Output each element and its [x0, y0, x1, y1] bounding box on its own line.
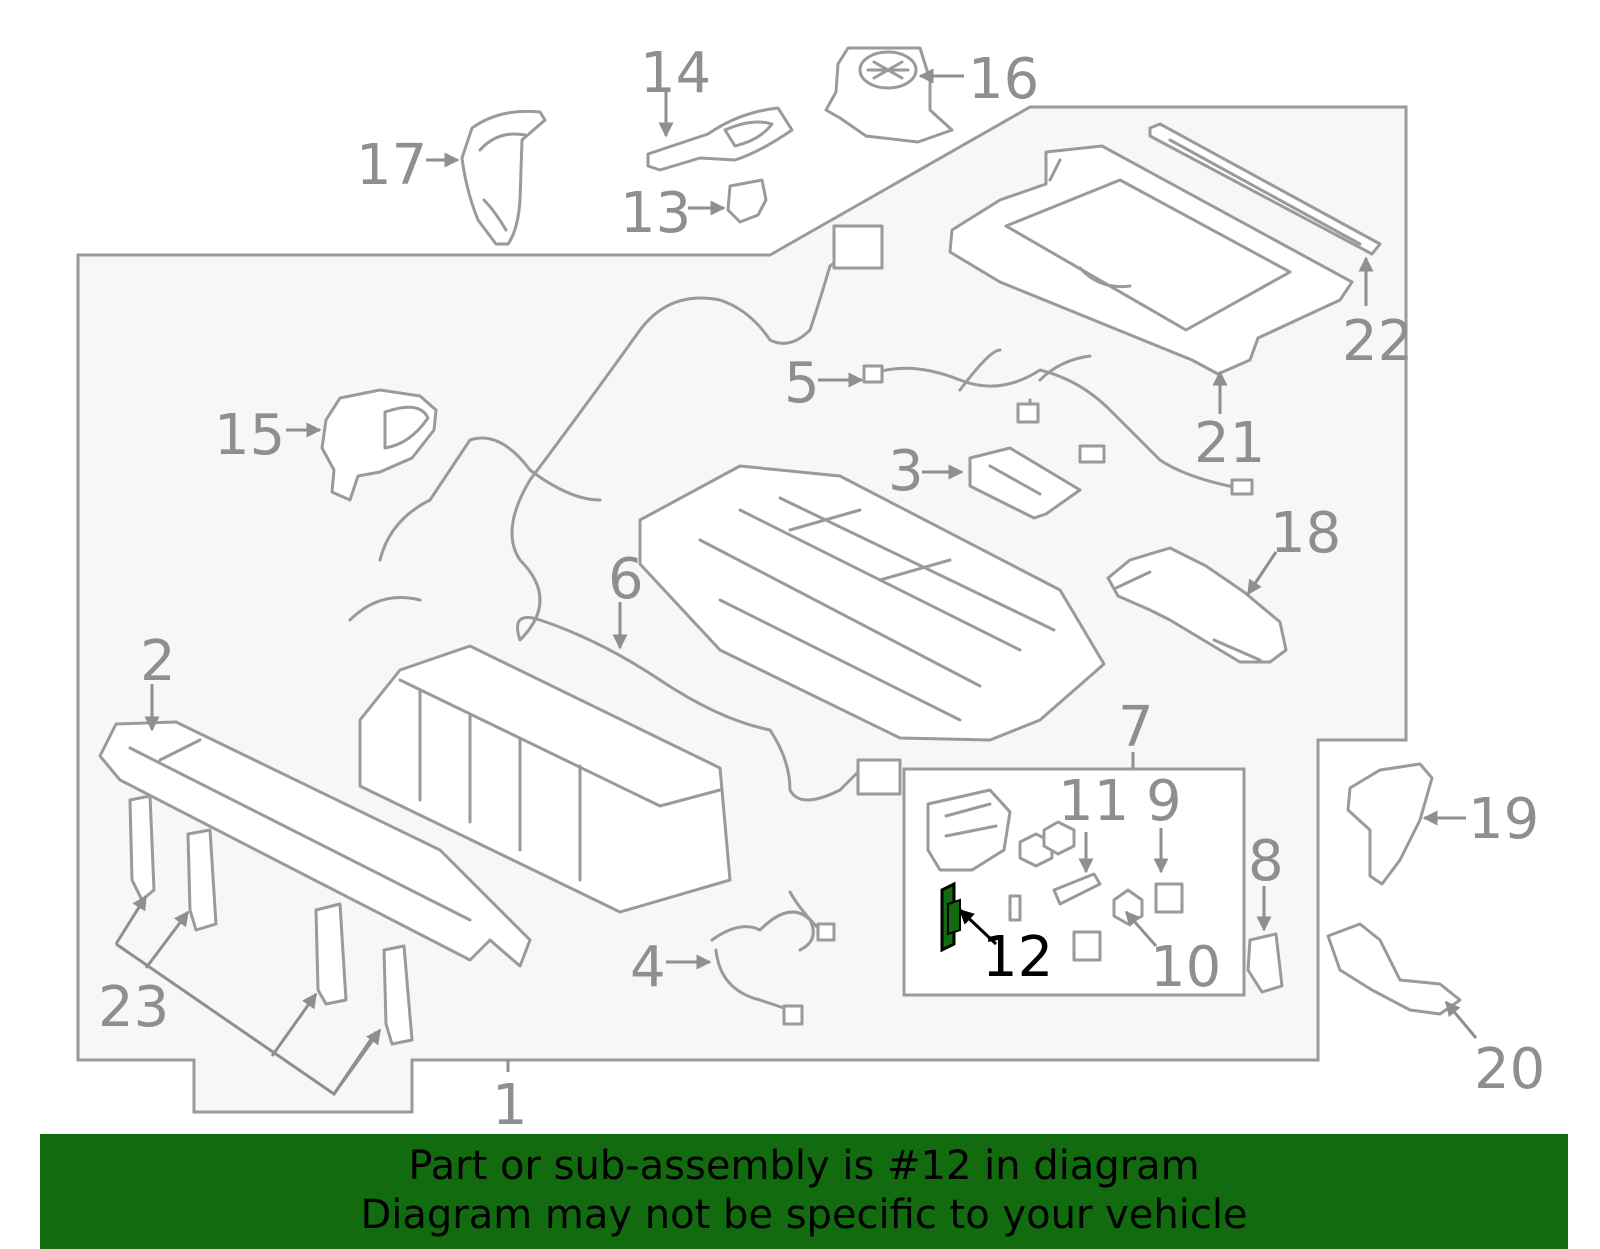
callout-21: 21	[1194, 411, 1265, 476]
callout-16: 16	[968, 47, 1039, 112]
part-12-highlighted[interactable]	[940, 881, 961, 953]
callout-17: 17	[356, 133, 427, 198]
footer-line-2: Diagram may not be specific to your vehi…	[360, 1192, 1248, 1238]
part-16-blower[interactable]	[824, 46, 954, 144]
callout-19: 19	[1468, 787, 1539, 852]
callout-8: 8	[1248, 829, 1284, 894]
callout-15: 15	[214, 403, 285, 468]
callout-13: 13	[620, 181, 691, 246]
callout-20: 20	[1474, 1037, 1545, 1102]
callout-10: 10	[1150, 935, 1221, 1000]
part-21-cover[interactable]	[948, 144, 1354, 376]
part-18-duct[interactable]	[1106, 546, 1288, 664]
part-19-duct[interactable]	[1346, 762, 1434, 886]
footer-line-1: Part or sub-assembly is #12 in diagram	[408, 1143, 1200, 1189]
part-14-bracket[interactable]	[646, 106, 794, 172]
part-20-duct[interactable]	[1326, 922, 1462, 1016]
callout-labels: 17 14 13 16 15 5 21 22 3 18 6 2 7 11 9 8…	[98, 41, 1545, 1138]
part-23-brackets[interactable]	[128, 794, 414, 1046]
callout-11: 11	[1058, 769, 1129, 834]
callout-2: 2	[140, 629, 176, 694]
part-15-blower[interactable]	[320, 388, 438, 502]
sub-assembly-parts	[926, 788, 1184, 962]
callout-9: 9	[1146, 769, 1182, 834]
part-2-crossmember[interactable]	[98, 720, 532, 968]
part-13-block[interactable]	[726, 178, 768, 224]
callout-22: 22	[1342, 309, 1413, 374]
callout-3: 3	[888, 439, 924, 504]
callout-23: 23	[98, 975, 169, 1040]
battery-pack-left[interactable]	[348, 436, 732, 914]
callout-18: 18	[1270, 501, 1341, 566]
callout-7: 7	[1118, 695, 1154, 760]
callout-14: 14	[640, 41, 711, 106]
footer-banner: Part or sub-assembly is #12 in diagram D…	[40, 1134, 1568, 1249]
part-8-bracket[interactable]	[1246, 932, 1284, 994]
callout-5: 5	[784, 351, 820, 416]
part-6-cable[interactable]	[510, 224, 902, 802]
callout-12: 12	[982, 925, 1053, 990]
part-5-harness[interactable]	[862, 348, 1254, 496]
part-22-strip[interactable]	[1148, 122, 1382, 256]
part-4-harness[interactable]	[710, 890, 836, 1026]
part-17-duct[interactable]	[460, 109, 547, 246]
part-3-module[interactable]	[968, 446, 1082, 520]
callout-4: 4	[630, 935, 666, 1000]
battery-tray[interactable]	[638, 464, 1106, 742]
callout-1: 1	[492, 1073, 528, 1138]
leader-lines	[114, 68, 1478, 1097]
callout-6: 6	[608, 547, 644, 612]
